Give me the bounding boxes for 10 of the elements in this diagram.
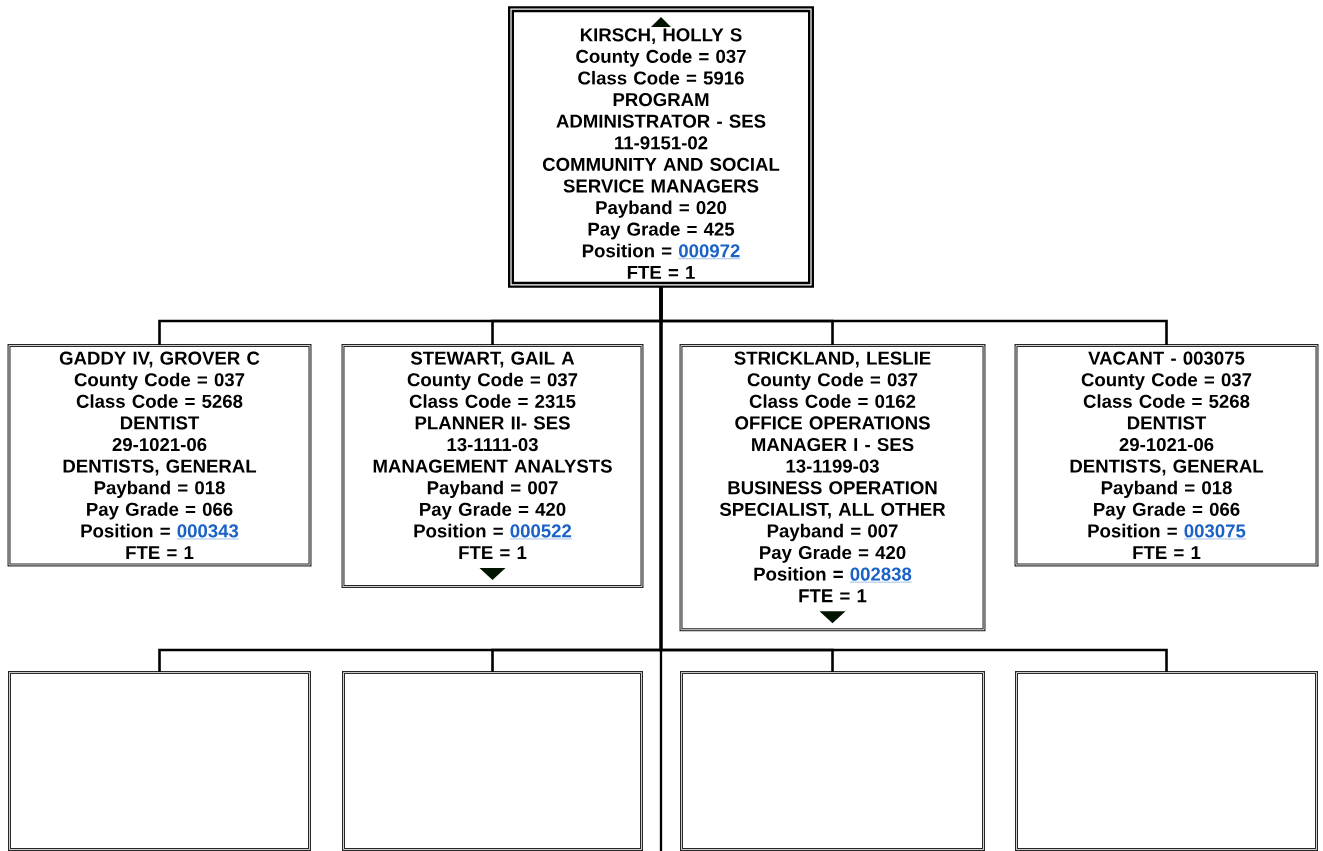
empty-box	[680, 671, 985, 851]
position-box: KIRSCH, HOLLY S County Code = 037 Class Code = 5916 PROGRAM ADMINISTRATOR - SES 11-9151-02 COMMUNITY AND SOCIAL SERVICE MANAGERS Payband = 020 Pay Grade = 425 Position = 000972 FTE = 1	[508, 6, 814, 288]
empty-box	[8, 671, 311, 851]
empty-box	[1015, 671, 1318, 851]
empty-box	[342, 671, 643, 851]
position-box: VACANT - 003075 County Code = 037 Class Code = 5268 DENTIST 29-1021-06 DENTISTS, GENERAL Payband = 018 Pay Grade = 066 Position = 003075 FTE = 1	[1014, 344, 1319, 567]
connector-line	[659, 286, 1168, 672]
position-box: STEWART, GAIL A County Code = 037 Class Code = 2315 PLANNER II- SES 13-1111-03 MANAGEMENT ANALYSTS Payband = 007 Pay Grade = 420 Position = 000522 FTE = 1	[341, 344, 644, 589]
position-box: GADDY IV, GROVER C County Code = 037 Class Code = 5268 DENTIST 29-1021-06 DENTISTS, GENERAL Payband = 018 Pay Grade = 066 Position = 000343 FTE = 1	[7, 344, 312, 567]
position-box: STRICKLAND, LESLIE County Code = 037 Class Code = 0162 OFFICE OPERATIONS MANAGER I - SES 13-1199-03 BUSINESS OPERATION SPECIALIST, ALL OTHER Payband = 007 Pay Grade = 420 Position = 002838 FTE = 1	[679, 344, 986, 632]
